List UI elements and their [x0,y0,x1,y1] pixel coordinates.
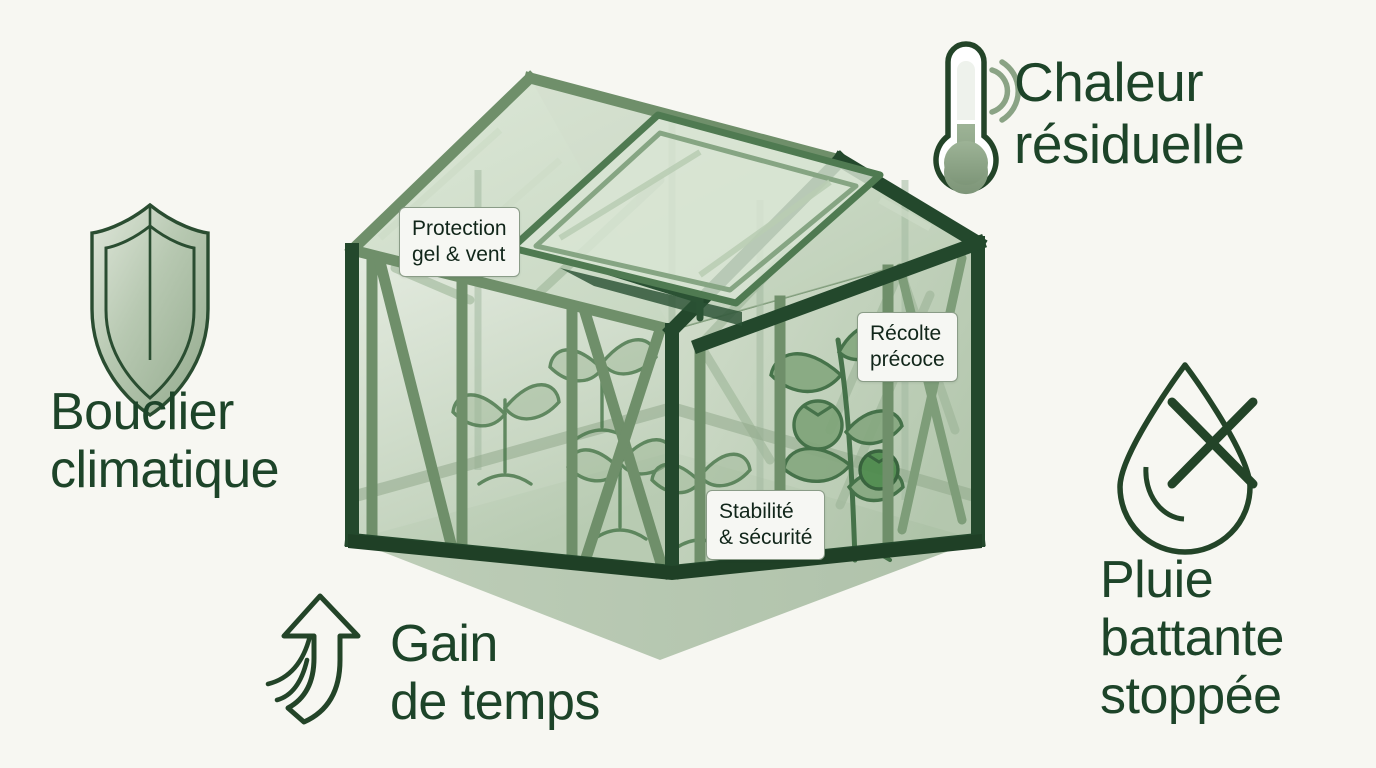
callout-recolte-precoce: Récolte précoce [857,312,958,383]
shield-icon [90,202,210,418]
greenhouse-braces-right [895,253,967,535]
roof-vent-open [508,111,884,326]
no-water-drop-icon [1117,362,1258,555]
heading-gain-de-temps: Gain de temps [390,615,600,732]
greenhouse-base-beam [348,534,982,580]
heading-bouclier-climatique: Bouclier climatique [50,383,280,500]
heading-chaleur-residuelle: Chaleur résiduelle [1014,51,1245,175]
callout-stabilite-securite: Stabilité & sécurité [706,490,826,561]
thermometer-waves-icon [933,41,1021,195]
upward-arrow-icon [265,593,361,725]
heading-pluie-battante-stoppee: Pluie battante stoppée [1100,551,1284,726]
callout-protection-gel-vent: Protection gel & vent [399,207,520,278]
